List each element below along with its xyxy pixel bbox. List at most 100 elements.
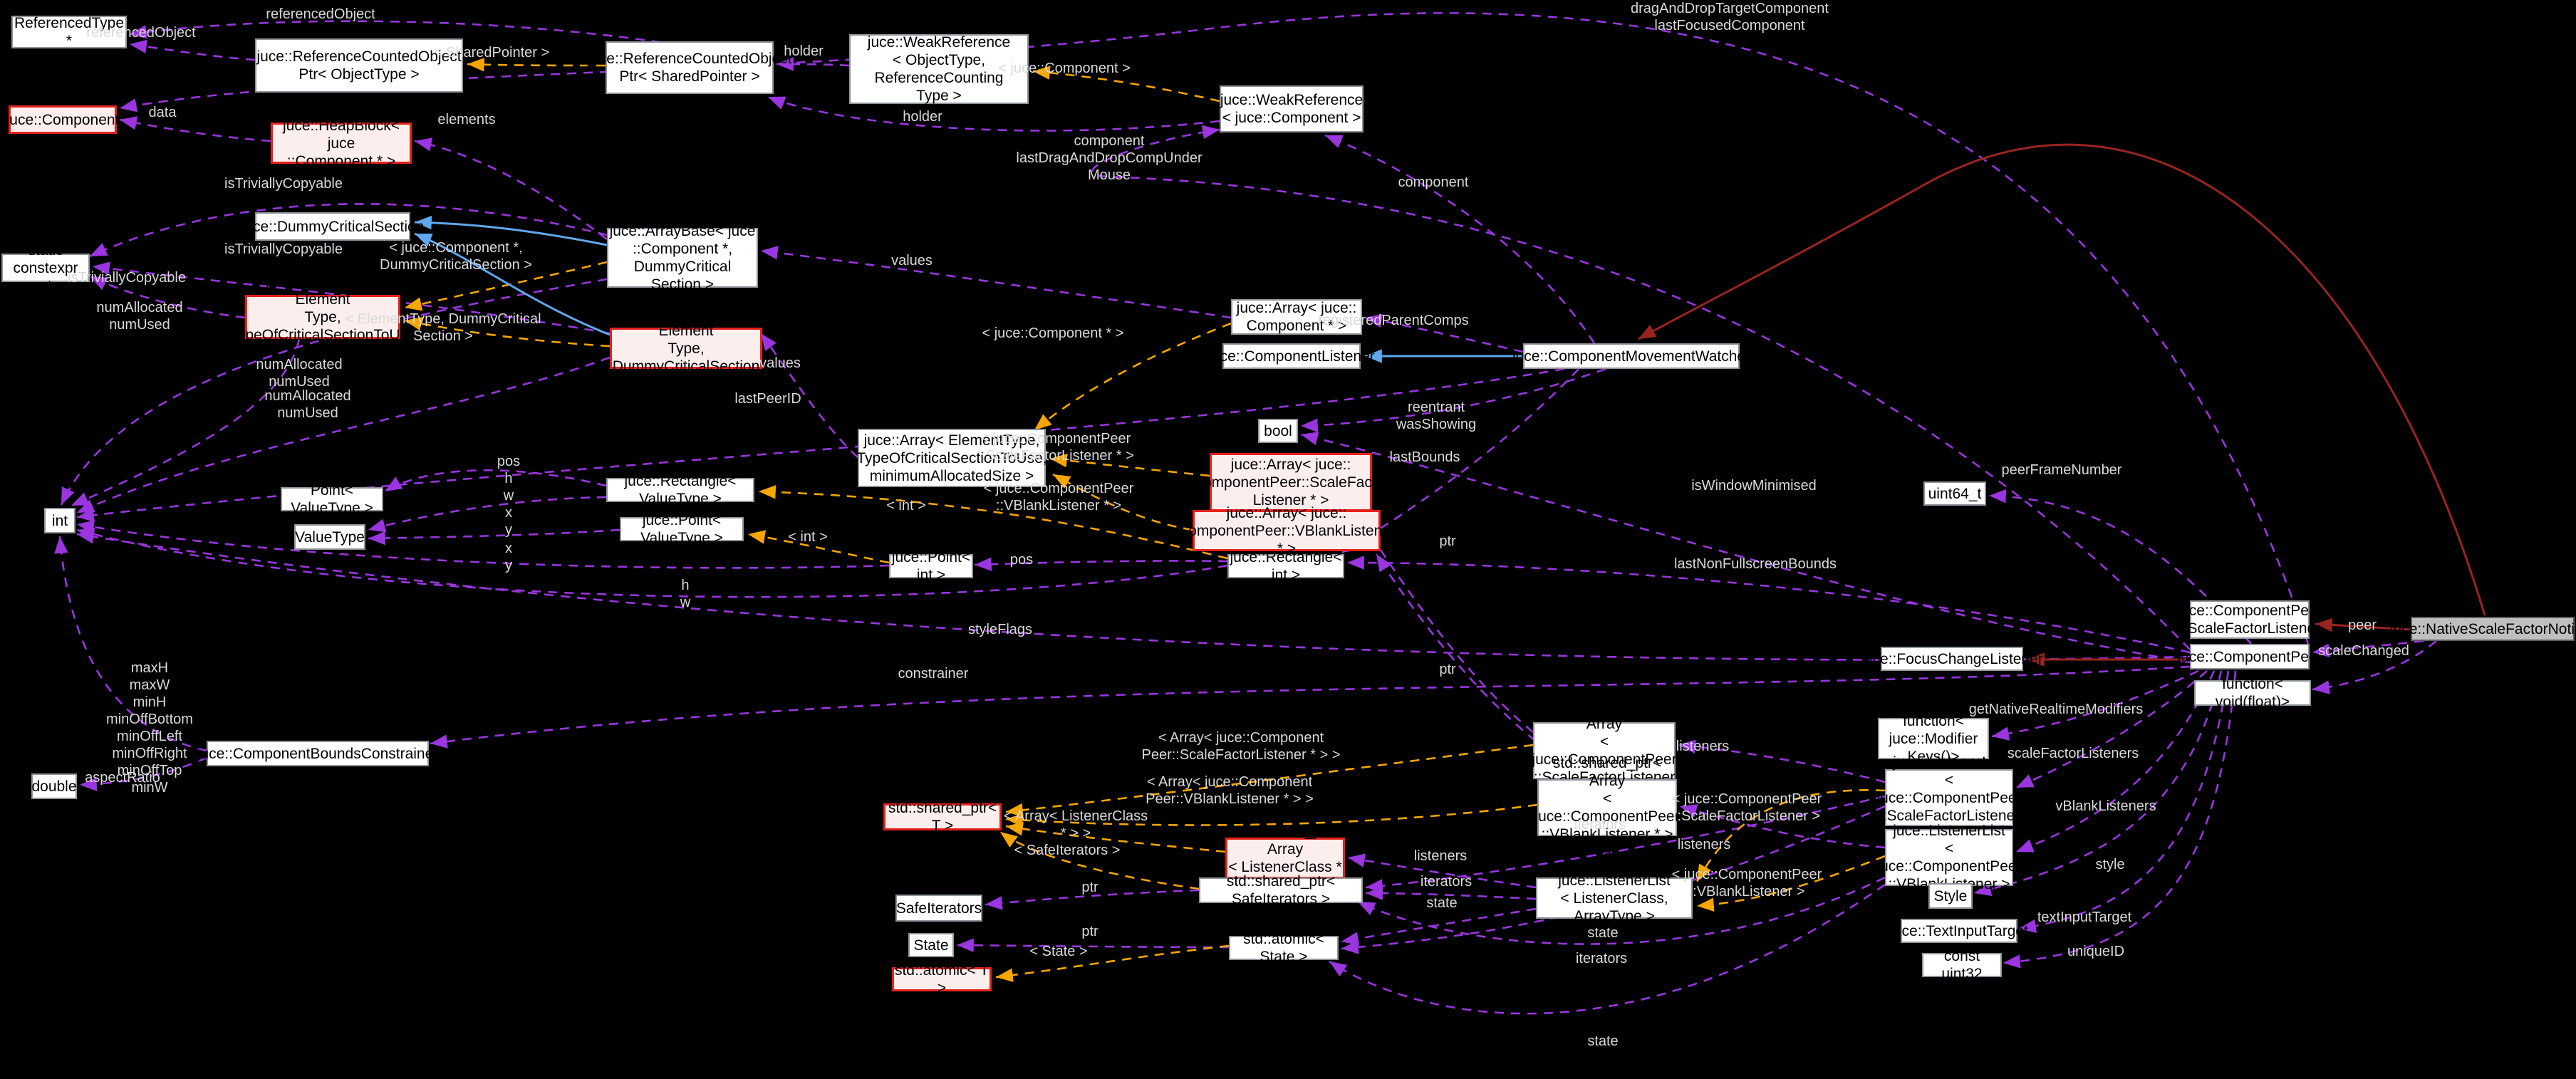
edge-tmpl-sp-array-vbl [1005,803,1538,828]
node-label: minimumAllocatedSize > [869,467,1034,484]
node-label: juce::ComponentMovementWatcher [1512,348,1751,365]
node-label: juce::ArrayBase< juce [609,223,756,239]
edge-state-1 [1341,907,1537,946]
node-component-movement-watcher[interactable]: juce::ComponentMovementWatcher [1512,343,1750,369]
edge-x-y-1 [368,528,620,546]
node-rectangle-valuetype[interactable]: juce::Rectangle< ValueType > [606,473,754,507]
node-juce-point-valuetype[interactable]: juce::Point< ValueType > [620,512,744,546]
node-label: Keys()> [1907,748,1960,765]
node-label: double [31,778,77,795]
node-label: Ptr< SharedPointer > [619,68,760,85]
node-bool[interactable]: bool [1258,419,1298,443]
node-int[interactable]: int [44,508,76,533]
node-label: std::atomic< T > [894,962,990,996]
node-label: < juce::ComponentPeer [1534,791,1680,825]
node-component-peer[interactable]: juce::ComponentPeer [2177,644,2322,669]
node-referenced-type[interactable]: ReferencedType * [11,15,127,49]
edge-isTriviallyCopyable-1 [89,203,608,258]
node-native-scale-factor-notifier[interactable]: juce::NativeScaleFactorNotifier [2390,617,2576,641]
edge-tmpl-array-component [1034,322,1232,432]
node-weak-reference-objecttype[interactable]: juce::WeakReference< ObjectType, Referen… [849,34,1029,104]
node-label: Style [1933,887,1968,905]
node-label: Point< ValueType > [291,482,373,516]
node-atomic-t[interactable]: std::atomic< T > [892,962,992,996]
node-label: juce::NativeScaleFactorNotifier [2389,620,2576,637]
edge-styleFlags [76,530,2191,661]
node-valuetype[interactable]: ValueType [294,524,365,550]
node-componentpeer-scalefactorlistener[interactable]: juce::ComponentPeer::ScaleFactorListener [2177,600,2322,639]
node-const-uint32[interactable]: const uint32 [1922,948,2002,982]
node-atomic-state[interactable]: std::atomic< State > [1229,931,1339,965]
node-component-bounds-constrainer[interactable]: juce::ComponentBoundsConstrainer [197,741,438,766]
node-label: juce::Rectangle< ValueType > [624,473,737,507]
node-point-valuetype[interactable]: Point< ValueType > [281,482,383,516]
node-safeiterators[interactable]: SafeIterators [895,895,982,922]
node-listenerlist-scalefactorlistener[interactable]: juce::ListenerList< juce::ComponentPeer:… [1876,754,2021,842]
node-label: juce::TextInputTarget [1890,922,2028,939]
edge-uniqueID [2003,670,2237,969]
node-shared-ptr-array-listenerclass[interactable]: std::shared_ptr< Array< ListenerClass * … [1225,823,1345,893]
edge-scaleChanged [2312,640,2437,694]
node-heap-block[interactable]: juce::HeapBlock< juce::Component * > [271,118,412,170]
edge-pos-2 [974,557,1228,571]
edge-data [119,116,271,142]
node-shared-ptr-safeiterators[interactable]: std::shared_ptr< SafeIterators > [1199,873,1363,907]
node-label: juce::ReferenceCountedObject [256,48,462,65]
node-label: juce::WeakReference [1220,92,1364,108]
node-array-scalefactorlistener[interactable]: juce::Array< juce::ComponentPeer::ScaleF… [1193,453,1389,511]
node-label: ReferencedType * [14,15,125,49]
edge-tmpl-sp-array-lc [1005,822,1226,853]
node-label: ComponentPeer::VBlankListener * > [1178,522,1396,557]
node-listenerlist-vblanklistener[interactable]: juce::ListenerList< juce::ComponentPeer:… [1876,823,2021,892]
node-style[interactable]: Style [1928,883,1973,909]
node-function-void-float[interactable]: function< void(float)> [2194,676,2311,710]
node-juce-rectangle-int[interactable]: juce::Rectangle< int > [1227,549,1344,583]
edge-listeners-1 [1678,739,1886,783]
node-label: Ptr< ObjectType > [298,66,420,83]
edge-state-3 [1329,883,1886,1015]
node-state[interactable]: State [908,933,954,957]
node-listenerlist-listenerclass[interactable]: juce::ListenerList< ListenerClass, Array… [1536,872,1693,924]
node-label: juce::ComponentPeer [2177,603,2322,619]
node-component-listener[interactable]: juce::ComponentListener [1208,343,1375,369]
node-shared-ptr-t[interactable]: std::shared_ptr< T > [883,800,1002,834]
node-label: juce::Array< ElementType, [863,432,1040,449]
node-label: juce::Component [6,111,120,128]
node-static-constexpr-auto[interactable]: static constexpr auto [1,242,90,294]
node-shared-ptr-array-vblanklistener[interactable]: std::shared_ptr< Array< juce::ComponentP… [1534,755,1680,860]
node-label: juce::ComponentListener [1208,348,1375,365]
node-weak-reference-component[interactable]: juce::WeakReference< juce::Component > [1220,85,1364,132]
edge-ptr-1 [1355,512,1534,733]
node-label: juce::Point< int > [891,549,971,583]
edge-tmpl-atomic-state [995,944,1230,982]
edge-tmpl-sharedpointer [467,58,606,72]
node-label: Type > [916,88,962,104]
node-component[interactable]: juce::Component [6,105,120,134]
edge-registeredParentComps [1364,313,1524,353]
node-label: static constexpr auto [13,241,78,294]
node-arraybase-component-dcs[interactable]: juce::ArrayBase< juce::Component *, Dumm… [607,223,758,293]
edge-referencedObject-ot [129,39,256,61]
edge-aspectRatio [79,756,207,791]
node-double[interactable]: double [31,773,77,799]
node-text-input-target[interactable]: juce::TextInputTarget [1890,919,2028,943]
node-array-vblanklistener[interactable]: juce::Array< juce::ComponentPeer::VBlank… [1178,505,1396,557]
edge-component-lastDragAndDrop [1091,125,2191,650]
node-label: juce::DummyCriticalSection [241,218,425,235]
node-uint64-t[interactable]: uint64_t [1923,481,1986,506]
node-focus-change-listener[interactable]: juce::FocusChangeListener [1861,647,2043,671]
node-array-component[interactable]: juce::Array< juce::Component * > [1231,299,1362,335]
edge-iterators-1 [1365,795,1886,893]
node-dummy-critical-section[interactable]: juce::DummyCriticalSection [242,212,424,241]
node-juce-point-int[interactable]: juce::Point< int > [889,549,973,583]
edge-ptr-3 [985,889,1200,910]
node-label: State [913,937,949,954]
node-array-elementtype[interactable]: juce::Array< ElementType,TypeOfCriticalS… [856,429,1047,487]
node-label: Type, TypeOfCriticalSectionToUse > [229,308,416,361]
